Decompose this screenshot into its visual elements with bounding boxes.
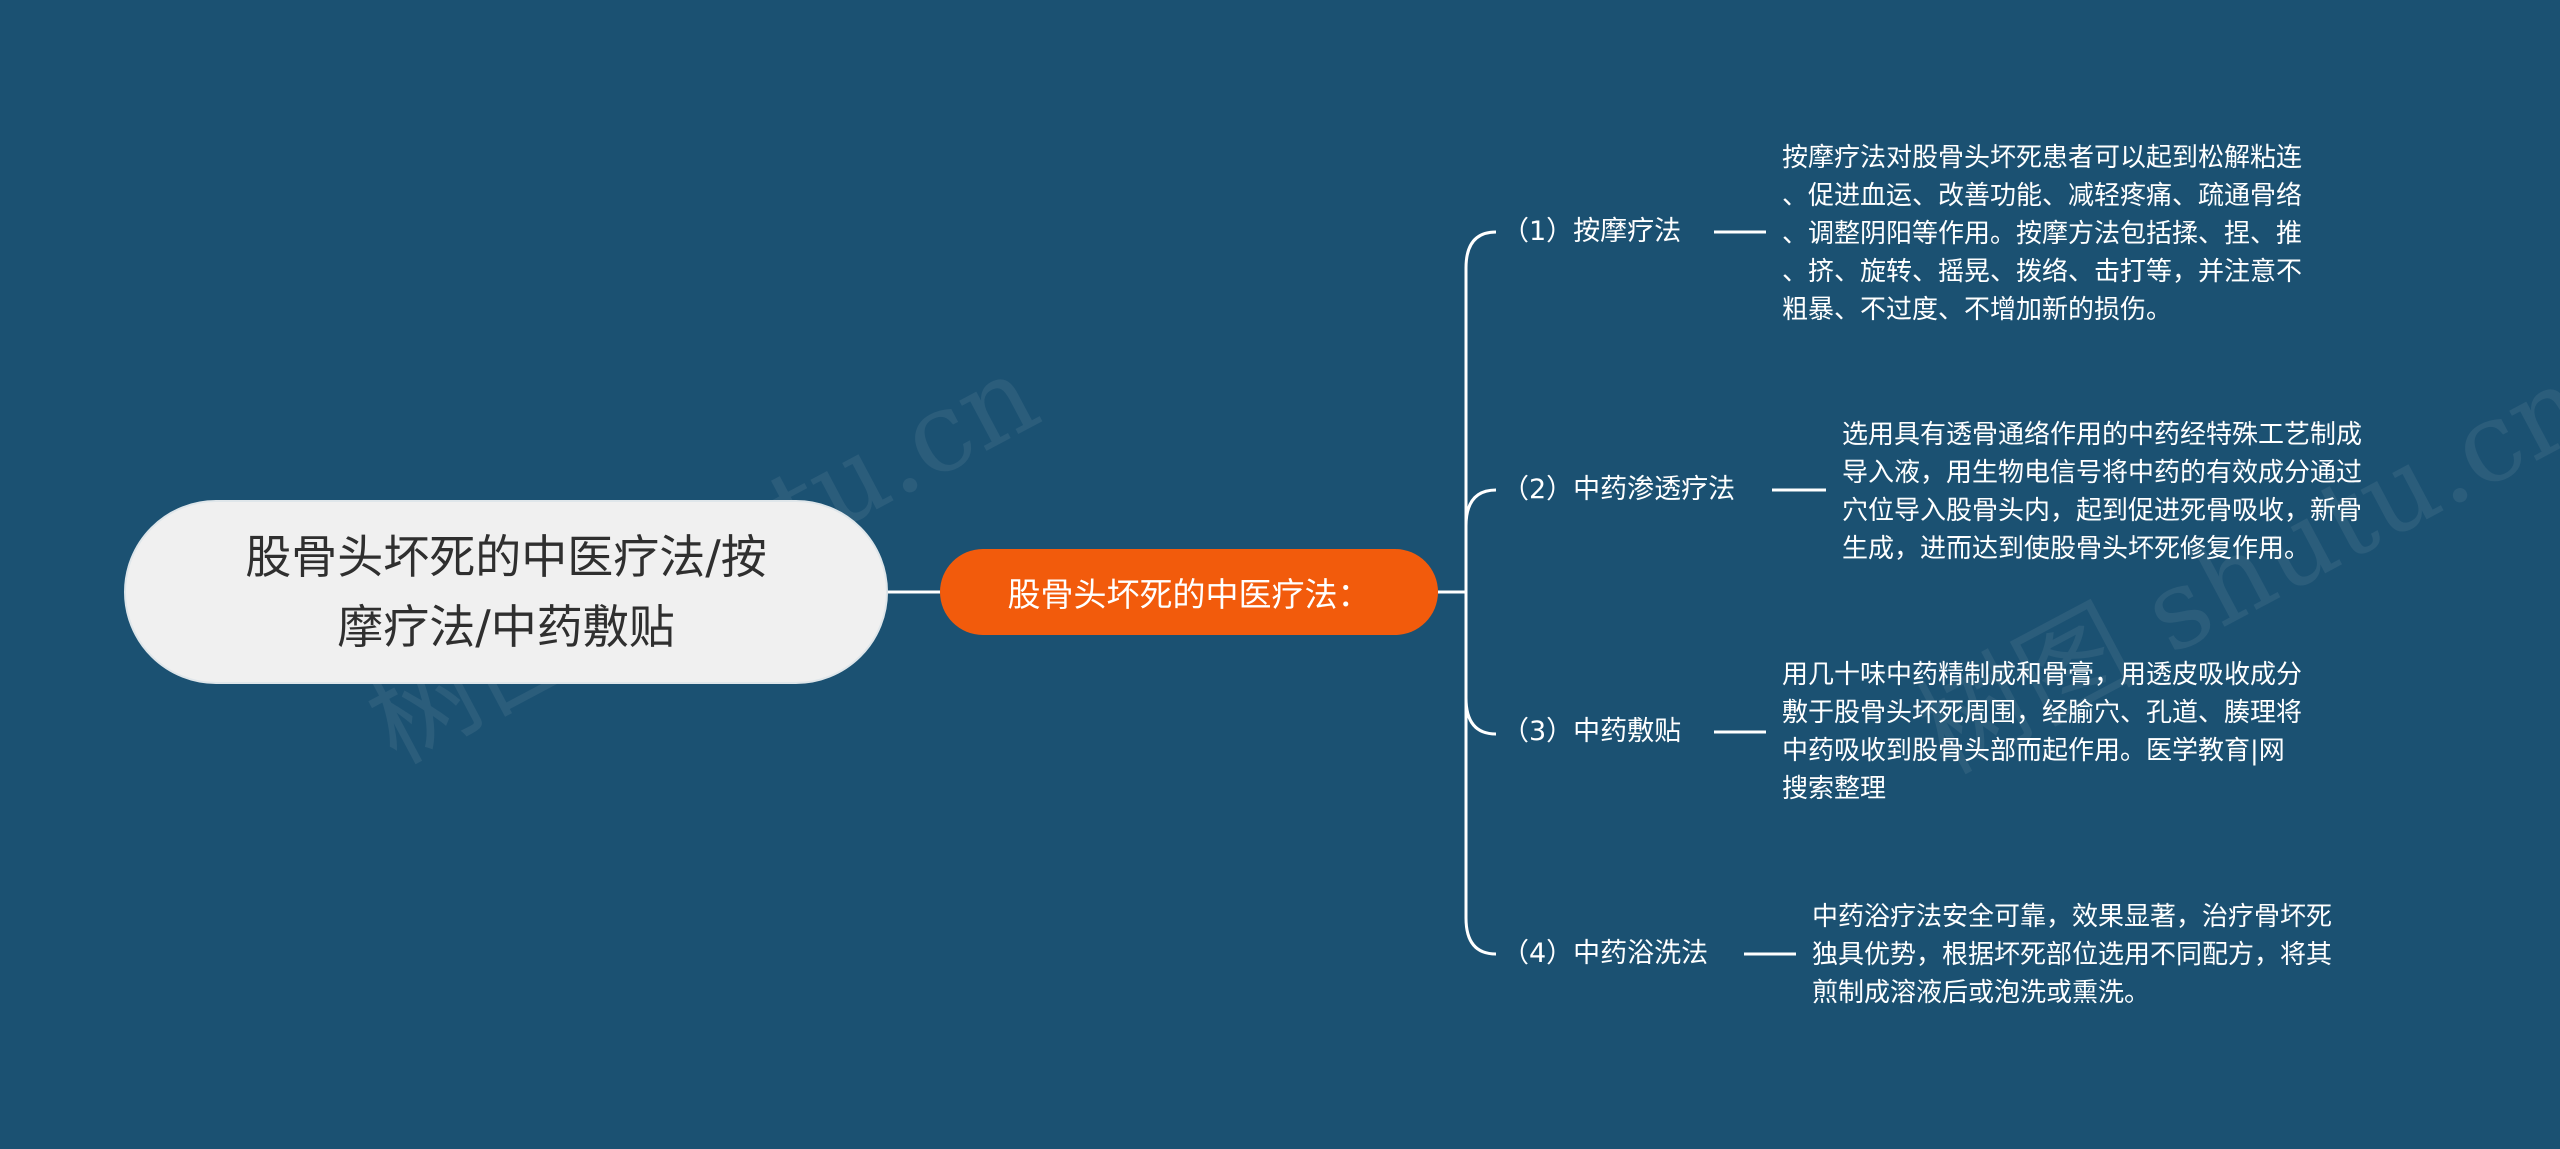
root-topic-line-1: 股骨头坏死的中医疗法/按 <box>245 530 767 584</box>
detail-line: 中药吸收到股骨头部而起作用。医学教育|网 <box>1782 736 2285 766</box>
detail-line: 独具优势，根据坏死部位选用不同配方，将其 <box>1812 940 2333 970</box>
detail-line: 粗暴、不过度、不增加新的损伤。 <box>1782 295 2173 325</box>
center-topic-text: 股骨头坏死的中医疗法： <box>1007 575 1371 614</box>
root-topic-node[interactable]: 股骨头坏死的中医疗法/按 摩疗法/中药敷贴 <box>124 500 888 684</box>
branch-link-3 <box>1464 592 1497 736</box>
branch-detail-herbal-penetration: 选用具有透骨通络作用的中药经特殊工艺制成 导入液，用生物电信号将中药的有效成分通… <box>1842 416 2362 568</box>
detail-line: 导入液，用生物电信号将中药的有效成分通过 <box>1842 458 2363 488</box>
detail-line: 、调整阴阳等作用。按摩方法包括揉、捏、推 <box>1782 219 2303 249</box>
branch-link-2 <box>1464 488 1497 592</box>
detail-line: 煎制成溶液后或泡洗或熏洗。 <box>1812 978 2151 1008</box>
branch-label-herbal-penetration[interactable]: （2）中药渗透疗法 <box>1502 474 1736 505</box>
detail-line: 、挤、旋转、摇晃、拨络、击打等，并注意不 <box>1782 257 2303 287</box>
detail-line: 搜索整理 <box>1782 774 1887 804</box>
detail-line: 中药浴疗法安全可靠，效果显著，治疗骨坏死 <box>1812 902 2333 932</box>
detail-line: 、促进血运、改善功能、减轻疼痛、疏通骨络 <box>1782 181 2303 211</box>
center-topic-node[interactable]: 股骨头坏死的中医疗法： <box>940 549 1438 635</box>
branch-label-herbal-bath[interactable]: （4）中药浴洗法 <box>1502 938 1709 969</box>
branch-detail-herbal-plaster: 用几十味中药精制成和骨膏，用透皮吸收成分 敷于股骨头坏死周围，经腧穴、孔道、腠理… <box>1782 656 2302 808</box>
branch-detail-massage: 按摩疗法对股骨头坏死患者可以起到松解粘连 、促进血运、改善功能、减轻疼痛、疏通骨… <box>1782 139 2302 329</box>
branch-link-1 <box>1464 230 1497 592</box>
detail-line: 按摩疗法对股骨头坏死患者可以起到松解粘连 <box>1782 143 2303 173</box>
detail-line: 敷于股骨头坏死周围，经腧穴、孔道、腠理将 <box>1782 698 2303 728</box>
branch-label-herbal-plaster[interactable]: （3）中药敷贴 <box>1502 716 1682 747</box>
branch-detail-herbal-bath: 中药浴疗法安全可靠，效果显著，治疗骨坏死 独具优势，根据坏死部位选用不同配方，将… <box>1812 898 2332 1012</box>
detail-line: 生成，进而达到使股骨头坏死修复作用。 <box>1842 534 2311 564</box>
branch-link-4 <box>1464 592 1497 956</box>
branch-label-massage[interactable]: （1）按摩疗法 <box>1502 216 1682 247</box>
root-topic-text: 股骨头坏死的中医疗法/按 摩疗法/中药敷贴 <box>245 522 767 662</box>
detail-line: 选用具有透骨通络作用的中药经特殊工艺制成 <box>1842 420 2363 450</box>
root-topic-line-2: 摩疗法/中药敷贴 <box>337 600 675 654</box>
detail-line: 穴位导入股骨头内，起到促进死骨吸收，新骨 <box>1842 496 2363 526</box>
detail-line: 用几十味中药精制成和骨膏，用透皮吸收成分 <box>1782 660 2303 690</box>
